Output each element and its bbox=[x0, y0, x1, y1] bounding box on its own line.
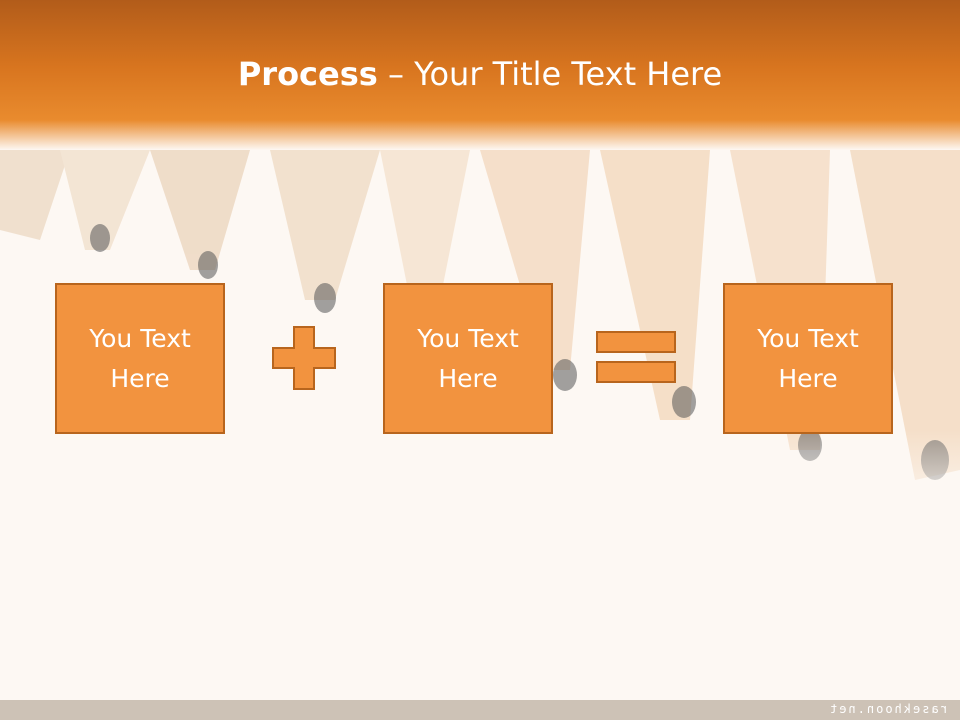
process-box-2-line2: Here bbox=[438, 363, 498, 393]
title-rest: – Your Title Text Here bbox=[377, 55, 723, 93]
title-bold-word: Process bbox=[237, 55, 378, 93]
process-box-1-line1: You Text bbox=[89, 323, 191, 353]
process-box-3[interactable]: You Text Here bbox=[723, 283, 893, 434]
footer-bar bbox=[0, 700, 960, 720]
process-box-1-line2: Here bbox=[110, 363, 170, 393]
process-box-3-line2: Here bbox=[778, 363, 838, 393]
process-box-2-line1: You Text bbox=[417, 323, 519, 353]
equals-icon bbox=[596, 331, 676, 383]
process-box-1[interactable]: You Text Here bbox=[55, 283, 225, 434]
title-bar bbox=[0, 0, 960, 150]
process-box-3-line1: You Text bbox=[757, 323, 859, 353]
slide-title: Process – Your Title Text Here bbox=[0, 52, 960, 96]
watermark: rasekhoon.net bbox=[828, 702, 948, 716]
process-box-2[interactable]: You Text Here bbox=[383, 283, 553, 434]
plus-icon bbox=[272, 326, 336, 390]
